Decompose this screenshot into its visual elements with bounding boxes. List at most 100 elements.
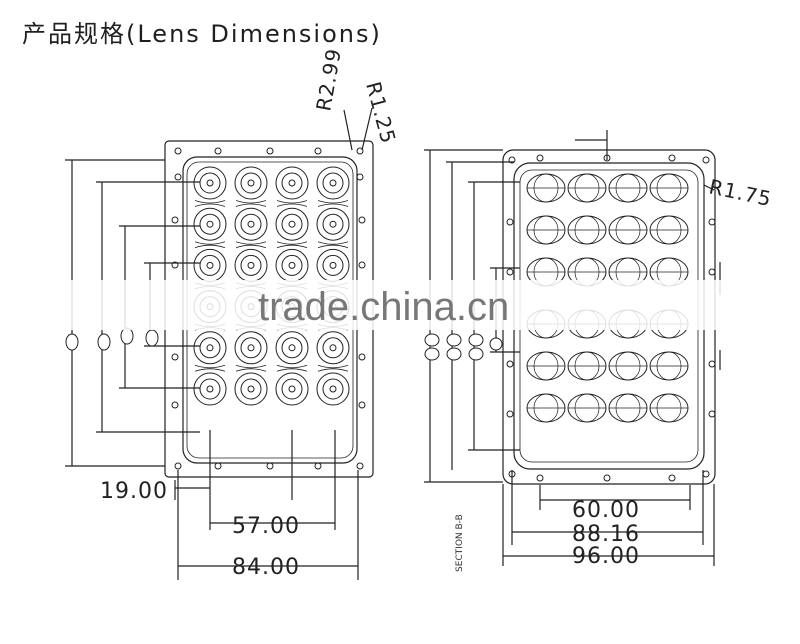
left-lens-inner (322, 254, 344, 276)
right-dim-h3 (502, 484, 715, 566)
right-mount-hole (708, 268, 716, 276)
right-mount-hole (536, 474, 544, 482)
left-radius-corner-label: R1.25 (361, 79, 401, 146)
left-lens (234, 166, 268, 200)
left-lens-divider (317, 200, 349, 207)
right-mount-hole (506, 360, 514, 368)
left-lens-center (247, 385, 255, 393)
left-lens-center (247, 220, 255, 228)
left-lens (193, 166, 227, 200)
right-dim-middle: 88.16 (572, 522, 640, 547)
left-mount-hole (174, 462, 182, 470)
left-mount-hole (171, 353, 179, 361)
left-dim-inner: 57.00 (232, 514, 300, 539)
left-lens-inner (199, 254, 221, 276)
left-lens-inner (281, 337, 303, 359)
left-lens-inner (199, 378, 221, 400)
left-dim-hole-pitch: 19.00 (100, 479, 168, 504)
right-radius-leader (703, 184, 715, 191)
left-lens-center (329, 261, 337, 269)
right-dim-h1 (539, 485, 691, 510)
left-lens-center (247, 344, 255, 352)
left-dim-overall: 84.00 (232, 555, 300, 580)
right-dim-h2 (511, 470, 704, 545)
right-dim-inner: 60.00 (572, 498, 640, 523)
right-mount-hole (708, 410, 716, 418)
left-lens (234, 248, 268, 282)
left-lens-inner (199, 172, 221, 194)
left-lens-inner (281, 254, 303, 276)
left-lens (193, 207, 227, 241)
right-mount-hole (536, 154, 544, 162)
left-lens (193, 372, 227, 406)
left-lens (316, 331, 350, 365)
left-lens-divider (276, 241, 308, 249)
left-lens-center (206, 179, 214, 187)
left-mount-hole (356, 147, 364, 155)
left-mount-hole (358, 261, 366, 269)
left-lens-inner (322, 213, 344, 235)
right-top-marker (575, 130, 608, 160)
left-lens (275, 166, 309, 200)
left-lens-divider (235, 364, 267, 372)
right-mount-hole (603, 154, 611, 162)
left-mount-hole (358, 401, 366, 409)
left-lens-inner (240, 213, 262, 235)
left-lens-divider (235, 200, 267, 207)
right-mount-hole (508, 156, 516, 164)
left-lens-divider (276, 364, 308, 372)
section-label: SECTION B-B (455, 514, 465, 572)
page-title: 产品规格(Lens Dimensions) (22, 20, 382, 48)
left-lens-center (247, 179, 255, 187)
left-mount-hole (171, 216, 179, 224)
left-lens-center (288, 261, 296, 269)
left-lens-center (206, 261, 214, 269)
left-lens-center (288, 344, 296, 352)
right-mount-hole (508, 470, 516, 478)
left-mount-hole (214, 147, 222, 155)
left-mount-hole (314, 462, 322, 470)
left-lens (316, 207, 350, 241)
left-mount-hole (314, 147, 322, 155)
left-lens (316, 372, 350, 406)
left-lens-center (288, 179, 296, 187)
left-lens-inner (199, 337, 221, 359)
right-mount-hole (506, 268, 514, 276)
left-mount-hole (358, 353, 366, 361)
right-radius-corner-label: R1.75 (707, 174, 774, 211)
left-mount-hole (358, 216, 366, 224)
left-lens (316, 248, 350, 282)
right-mount-hole (603, 474, 611, 482)
left-lens-inner (281, 213, 303, 235)
left-dim-h2 (177, 470, 359, 580)
left-dim-h1 (175, 487, 335, 524)
left-lens (193, 248, 227, 282)
left-mount-hole (171, 261, 179, 269)
left-lens-center (288, 220, 296, 228)
right-mount-hole (506, 218, 514, 226)
mounting-holes (171, 147, 716, 482)
left-radius-outer-label: R2.99 (311, 46, 346, 113)
left-lens-inner (240, 254, 262, 276)
left-lens-center (329, 179, 337, 187)
left-lens-divider (317, 364, 349, 372)
left-lens-divider (194, 200, 226, 207)
left-lens-inner (281, 378, 303, 400)
left-lens-inner (322, 337, 344, 359)
left-lens (275, 248, 309, 282)
left-radius-leaders (343, 107, 373, 151)
left-mount-hole (214, 462, 222, 470)
left-lens (275, 372, 309, 406)
left-lens-inner (322, 172, 344, 194)
left-lens (316, 166, 350, 200)
left-lens (193, 331, 227, 365)
right-lens-grid (526, 173, 689, 423)
left-lens-divider (235, 241, 267, 249)
right-mount-hole (708, 360, 716, 368)
left-dim-ext (174, 430, 336, 530)
left-lens (234, 331, 268, 365)
left-lens (275, 207, 309, 241)
left-lens-center (329, 220, 337, 228)
left-mount-hole (356, 462, 364, 470)
